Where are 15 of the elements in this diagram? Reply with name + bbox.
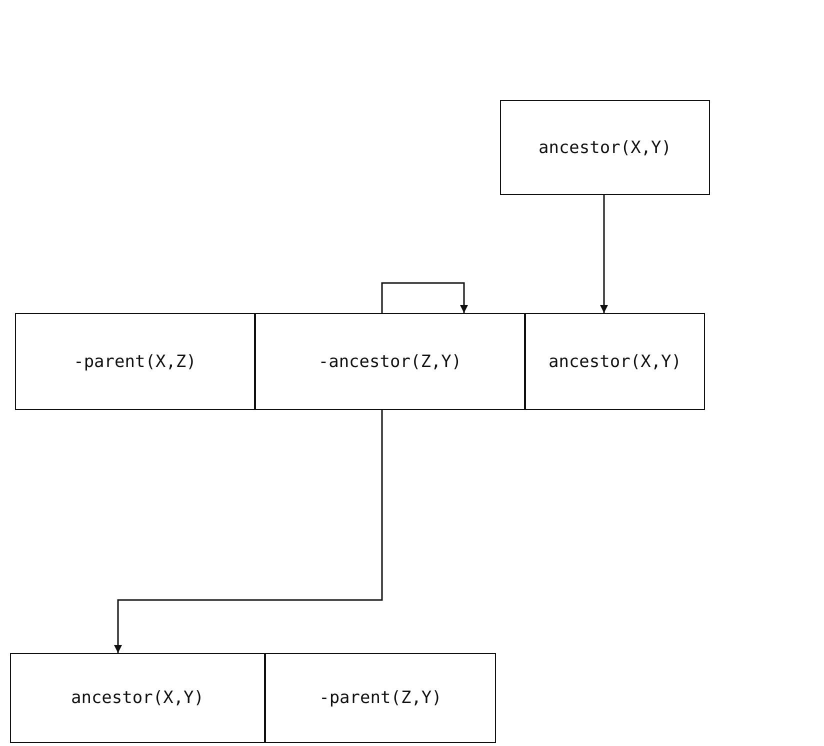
- clause-box: [525, 313, 705, 410]
- literal-text: -parent(X,Z): [74, 352, 196, 372]
- literal-text: -parent(Z,Y): [319, 688, 442, 708]
- clause-box: [265, 653, 496, 743]
- literal-text: -ancestor(Z,Y): [318, 352, 462, 372]
- clause-box: [10, 653, 265, 743]
- arrow: [600, 195, 608, 313]
- literal-text: ancestor(X,Y): [70, 688, 204, 708]
- literal-text: ancestor(X,Y): [548, 352, 682, 372]
- arrow: [381, 282, 468, 313]
- clause-box: [500, 100, 710, 195]
- clause-box: [255, 313, 525, 410]
- arrow: [114, 410, 383, 653]
- clause-box: [15, 313, 255, 410]
- literal-text: ancestor(X,Y): [538, 138, 672, 158]
